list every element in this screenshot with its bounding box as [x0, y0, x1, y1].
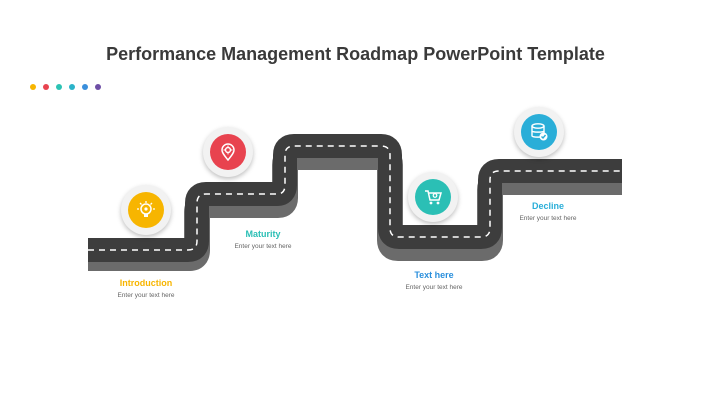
- dot-blue: [82, 84, 88, 90]
- database-check-icon: [531, 123, 548, 141]
- text-here-label: Text here Enter your text here: [369, 270, 499, 291]
- text-here-pin-inner: [415, 179, 451, 215]
- color-dots: [30, 84, 101, 90]
- cart-gear-icon: [425, 190, 442, 205]
- dot-purple: [95, 84, 101, 90]
- maturity-pin-inner: [210, 134, 246, 170]
- decline-pin-inner: [521, 114, 557, 150]
- maturity-pin: [203, 127, 253, 177]
- maturity-title: Maturity: [245, 229, 281, 239]
- decline-label: Decline Enter your text here: [483, 201, 613, 222]
- decline-desc: Enter your text here: [519, 215, 577, 222]
- introduction-pin: [121, 185, 171, 235]
- maturity-desc: Enter your text here: [234, 243, 292, 250]
- introduction-desc: Enter your text here: [117, 292, 175, 299]
- decline-title: Decline: [531, 201, 564, 211]
- road-center-line: [88, 145, 622, 251]
- decline-pin: [514, 107, 564, 157]
- dot-cyan: [69, 84, 75, 90]
- bulb-gear-icon: [137, 201, 155, 217]
- introduction-label: Introduction Enter your text here: [81, 278, 211, 299]
- page-title: Performance Management Roadmap PowerPoin…: [106, 44, 605, 64]
- text-here-title: Text here: [414, 270, 454, 280]
- text-here-desc: Enter your text here: [405, 284, 463, 291]
- dot-yellow: [30, 84, 36, 90]
- introduction-pin-inner: [128, 192, 164, 228]
- dot-teal: [56, 84, 62, 90]
- maturity-label: Maturity Enter your text here: [198, 229, 328, 250]
- location-gear-icon: [221, 143, 235, 162]
- text-here-pin: [408, 172, 458, 222]
- dot-red: [43, 84, 49, 90]
- introduction-title: Introduction: [119, 278, 173, 288]
